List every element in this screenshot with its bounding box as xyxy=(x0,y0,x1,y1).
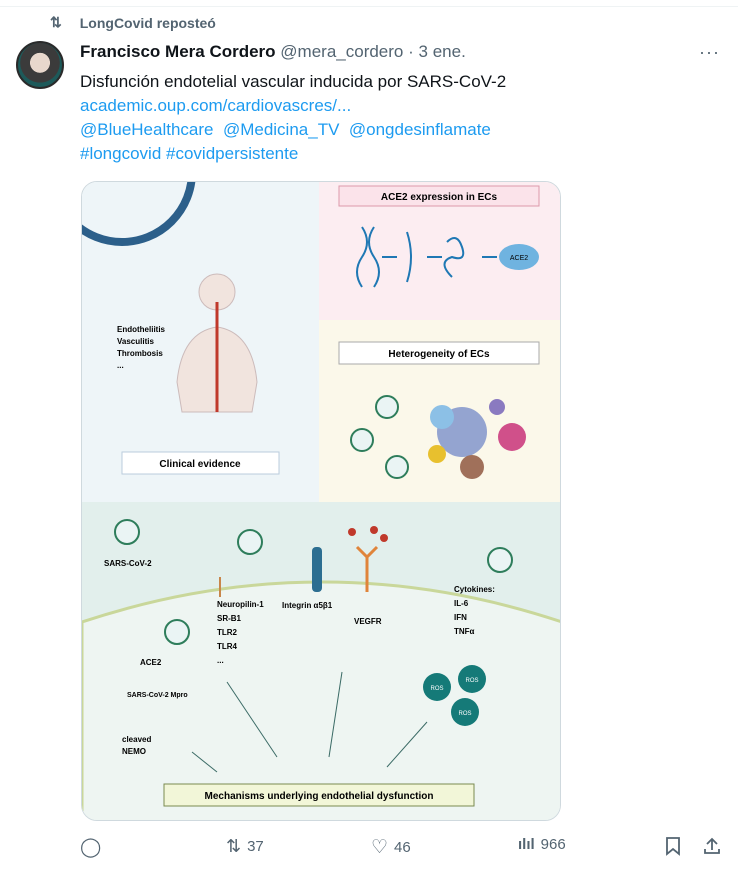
cytokine-label: TNFα xyxy=(454,627,475,636)
hashtag[interactable]: #longcovid xyxy=(80,144,162,163)
dna-to-protein-icon xyxy=(356,226,497,288)
hetero-title-box xyxy=(338,341,540,365)
bar-chart-icon: ılıl xyxy=(518,836,535,853)
separator: · xyxy=(408,42,414,61)
tweet-body: Disfunción endotelial vascular inducida … xyxy=(80,70,506,166)
receptor-label: TLR2 xyxy=(217,628,238,637)
human-body-icon xyxy=(176,273,258,413)
author-handle[interactable]: @mera_cordero xyxy=(280,42,404,61)
cytokine-label: IL-6 xyxy=(454,599,469,608)
receptor-icons xyxy=(219,526,388,597)
ace2-protein-icon xyxy=(499,244,539,270)
receptor-label: ... xyxy=(217,656,224,665)
ros-icons xyxy=(423,665,486,726)
bookmark-icon xyxy=(666,837,680,856)
avatar[interactable] xyxy=(16,41,64,89)
integrin-label: Integrin α5β1 xyxy=(282,601,333,610)
cell-clusters-icon xyxy=(428,399,526,479)
mechanisms-title: Mechanisms underlying endothelial dysfun… xyxy=(205,791,434,802)
repost-label[interactable]: LongCovid reposteó xyxy=(79,14,216,31)
share-button[interactable] xyxy=(702,836,722,856)
figure: Endotheliitis Vasculitis Thrombosis ... … xyxy=(82,182,560,820)
action-bar: ◯ ⇅ 37 ♡ 46 ılıl 966 xyxy=(80,836,730,864)
reply-button[interactable]: ◯ xyxy=(80,836,107,859)
more-options-icon[interactable]: ··· xyxy=(699,42,720,62)
ros-label: ROS xyxy=(458,711,471,717)
views-count: 966 xyxy=(540,836,566,853)
cell-membrane xyxy=(82,580,560,820)
receptor-label: TLR4 xyxy=(217,642,238,651)
ace2-title-box xyxy=(338,185,540,207)
cytokine-label: IFN xyxy=(454,613,467,622)
repost-count: 37 xyxy=(247,838,264,855)
clinical-item: Endotheliitis xyxy=(117,325,166,334)
tweet-header: Francisco Mera Cordero @mera_cordero · 3… xyxy=(80,42,466,62)
vegfr-label: VEGFR xyxy=(354,617,382,626)
ros-label: ROS xyxy=(465,678,478,684)
ros-label: ROS xyxy=(430,686,443,692)
cytokine-label: Cytokines: xyxy=(454,585,495,594)
hashtag[interactable]: #covidpersistente xyxy=(166,144,299,163)
sars-label: SARS-CoV-2 xyxy=(104,559,152,568)
author-name[interactable]: Francisco Mera Cordero xyxy=(80,42,276,61)
tweet-image[interactable]: Endotheliitis Vasculitis Thrombosis ... … xyxy=(81,181,561,821)
heart-icon: ♡ xyxy=(371,837,389,858)
views-button[interactable]: ılıl 966 xyxy=(518,836,566,853)
mpro-label: SARS-CoV-2 Mpro xyxy=(127,692,188,699)
clinical-item: ... xyxy=(117,361,124,370)
mention[interactable]: @Medicina_TV xyxy=(222,120,340,139)
clinical-title-box xyxy=(121,451,280,475)
clinical-item: Vasculitis xyxy=(117,337,154,346)
like-button[interactable]: ♡ 46 xyxy=(371,836,411,859)
cleaved-label: cleaved xyxy=(122,735,151,744)
mention[interactable]: @ongdesinflamate xyxy=(348,120,491,139)
tweet-text: Disfunción endotelial vascular inducida … xyxy=(80,72,507,91)
repost-indicator: ⇅ LongCovid reposteó xyxy=(50,14,216,31)
ace2-label: ACE2 xyxy=(140,658,162,667)
ace2-protein-label: ACE2 xyxy=(510,255,528,262)
share-icon xyxy=(704,837,720,854)
virus-icons xyxy=(114,395,513,645)
hetero-title: Heterogeneity of ECs xyxy=(388,349,490,360)
virus-icon xyxy=(82,182,196,246)
arrows xyxy=(191,671,428,773)
tweet-date[interactable]: 3 ene. xyxy=(418,42,466,61)
article-link[interactable]: academic.oup.com/cardiovascres/... xyxy=(80,96,352,115)
mechanisms-box xyxy=(163,783,475,807)
like-count: 46 xyxy=(394,839,411,856)
ace2-title: ACE2 expression in ECs xyxy=(381,192,498,203)
clinical-title: Clinical evidence xyxy=(159,459,241,470)
bookmark-button[interactable] xyxy=(664,836,682,856)
reply-icon: ◯ xyxy=(80,837,102,858)
mention[interactable]: @BlueHealthcare xyxy=(80,120,214,139)
repost-button[interactable]: ⇅ 37 xyxy=(226,836,264,857)
receptor-label: Neuropilin-1 xyxy=(217,600,264,609)
repost-icon: ⇅ xyxy=(50,14,62,30)
clinical-item: Thrombosis xyxy=(117,349,163,358)
receptor-label: SR-B1 xyxy=(217,614,242,623)
cleaved-label: NEMO xyxy=(122,747,146,756)
divider xyxy=(0,6,738,7)
repost-icon: ⇅ xyxy=(226,836,242,856)
